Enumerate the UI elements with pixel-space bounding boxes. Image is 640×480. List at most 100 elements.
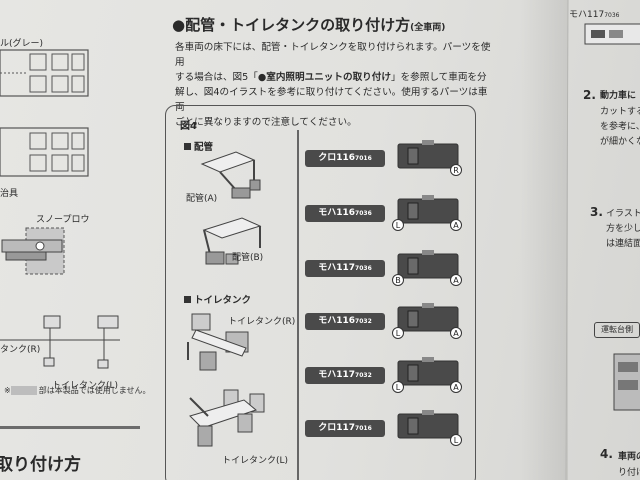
right-step-4: 4. <box>600 447 613 461</box>
car-name: クロ116 <box>318 153 356 163</box>
car-body <box>397 360 459 386</box>
section-title-text: ●配管・トイレタンクの取り付け方 <box>172 16 411 34</box>
right-top-label: モハ1177036 <box>569 7 619 20</box>
car-body <box>397 143 459 169</box>
right-step-4-line2: り付け <box>618 468 640 478</box>
tank-l-diagram <box>189 389 265 447</box>
part-mark-L: L <box>392 219 404 231</box>
left-snowplow-label: スノープロウ <box>36 215 90 225</box>
car-number: 7032 <box>355 372 372 379</box>
section-title-suffix: (全車両) <box>410 23 446 33</box>
left-note: ※ 部は本製品では使用しません。 <box>4 385 150 396</box>
part-mark-R: R <box>450 164 462 176</box>
right-step-4-line1: 車両の <box>618 452 640 462</box>
tank-heading: トイレタンク <box>184 292 251 306</box>
svg-text:L: L <box>396 221 401 230</box>
car-badge-4: モハ1177032 <box>305 367 385 384</box>
body-line-4: ごとに異なりますので注意してください。 <box>175 117 357 128</box>
left-tank-diagram <box>0 315 120 369</box>
section-title: ●配管・トイレタンクの取り付け方(全車両) <box>172 14 445 35</box>
right-step-3-line2: 方を少し <box>606 224 640 234</box>
part-mark-L: L <box>450 434 462 446</box>
left-part-grid-top <box>0 49 89 97</box>
car-badge-1: モハ1167036 <box>305 205 385 222</box>
car-door <box>407 257 419 275</box>
car-body <box>397 306 459 332</box>
car-diagram-0: R <box>397 140 462 176</box>
section-body: 各車両の床下には、配管・トイレタンクを取り付けられます。パーツを使用 する場合は… <box>175 40 495 130</box>
left-part-grid-bottom <box>0 127 89 177</box>
car-roof-unit <box>422 303 434 308</box>
car-name: モハ116 <box>318 316 356 326</box>
right-step-3: 3. <box>590 205 603 219</box>
right-step-2: 2. <box>583 88 596 102</box>
left-tank-r-label: タンク(R) <box>0 345 41 355</box>
car-body <box>397 198 459 224</box>
figure-4-frame <box>165 105 476 480</box>
car-name: クロ117 <box>318 423 356 433</box>
part-mark-A: A <box>450 219 462 231</box>
car-name: モハ116 <box>318 208 356 218</box>
car-number: 7032 <box>355 318 372 325</box>
part-mark-A: A <box>450 327 462 339</box>
car-number: 7036 <box>355 265 372 272</box>
note-mark: ※ <box>4 386 11 395</box>
note-text: 部は本製品では使用しません。 <box>38 386 151 395</box>
part-mark-L: L <box>392 327 404 339</box>
tank-r-diagram <box>187 313 249 371</box>
body-line-2-post: 」を参照して車両を分 <box>390 72 487 83</box>
body-line-2-bold: ●室内照明ユニットの取り付け <box>257 72 391 83</box>
car-number: 7016 <box>355 425 372 432</box>
car-roof-unit <box>422 140 434 145</box>
car-name: モハ117 <box>318 263 356 273</box>
right-bottom-diagram <box>613 353 640 411</box>
car-roof-unit <box>422 250 434 255</box>
right-step-2-line3: を参考に、 <box>600 122 640 132</box>
left-top-label: ル(グレー) <box>0 39 44 49</box>
right-step-3-line1: イラスト <box>606 209 640 219</box>
piping-heading-text: 配管 <box>194 142 214 153</box>
part-mark-B: B <box>392 274 404 286</box>
right-step-2-line2: カットする <box>600 107 640 117</box>
car-door <box>407 364 419 382</box>
car-door <box>407 147 419 165</box>
svg-text:L: L <box>454 436 459 445</box>
left-bottom-title: 取り付け方 <box>0 455 81 475</box>
right-top-name: モハ117 <box>569 10 605 20</box>
piping-heading: 配管 <box>184 139 213 153</box>
car-roof-unit <box>422 195 434 200</box>
body-line-3: 解し、図4のイラストを参考に取り付けてください。使用するパーツは車両 <box>175 87 488 113</box>
svg-text:L: L <box>396 329 401 338</box>
car-body <box>397 253 459 279</box>
car-number: 7016 <box>355 155 372 162</box>
left-tank-l-label: トイレタンク(L) <box>52 381 119 391</box>
car-diagram-5: L <box>397 410 462 446</box>
svg-text:B: B <box>395 276 401 285</box>
tank-heading-text: トイレタンク <box>194 295 252 306</box>
part-mark-A: A <box>450 381 462 393</box>
car-roof-unit <box>422 410 434 415</box>
car-name: モハ117 <box>318 370 356 380</box>
left-jig-label: 治具 <box>0 189 19 199</box>
car-door <box>407 310 419 328</box>
svg-text:A: A <box>453 383 459 392</box>
tank-r-label: トイレタンク(R) <box>228 317 296 327</box>
body-line-2: する場合は、図5「●室内照明ユニットの取り付け」を参照して車両を分 <box>175 70 495 85</box>
left-divider <box>0 426 140 429</box>
car-badge-3: モハ1167032 <box>305 313 385 330</box>
car-door <box>407 202 419 220</box>
body-line-1: 各車両の床下には、配管・トイレタンクを取り付けられます。パーツを使用 <box>175 42 491 68</box>
left-snowplow-diagram <box>1 227 65 275</box>
car-badge-5: クロ1177016 <box>305 420 385 437</box>
right-car-diagram <box>584 23 640 45</box>
svg-text:A: A <box>453 276 459 285</box>
svg-text:R: R <box>453 166 459 175</box>
right-cab-side-badge: 運転台側 <box>594 322 640 338</box>
left-column: ル(グレー) 治具 スノープロウ <box>0 0 150 480</box>
svg-text:L: L <box>396 383 401 392</box>
